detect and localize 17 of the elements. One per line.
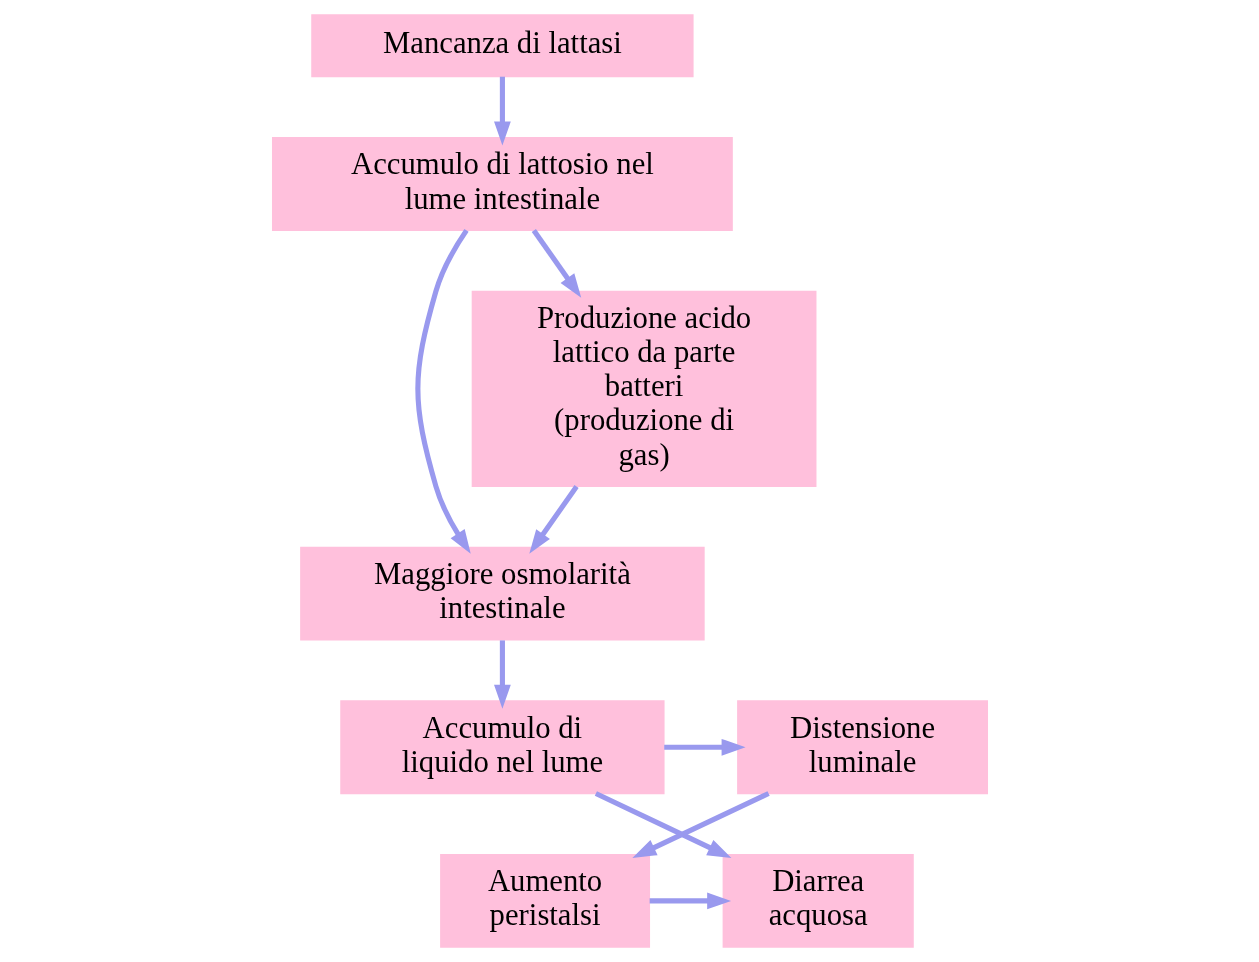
node-box: Aumento peristalsi	[439, 853, 650, 948]
arrow	[663, 738, 746, 756]
node-box: Accumulo di liquido nel lume	[339, 700, 665, 795]
node-box: Maggiore osmolarità intestinale	[299, 546, 705, 641]
arrow	[414, 228, 471, 554]
node-box: Produzione acido lattico da parte batteri (produzione di gas)	[471, 290, 816, 487]
arrow	[594, 791, 731, 858]
arrow	[493, 640, 511, 709]
node-box: Mancanza di lattasi	[310, 14, 694, 78]
node-box: Distensione luminale	[736, 700, 988, 795]
node-box: Diarrea acquosa	[722, 853, 914, 948]
arrow	[649, 892, 731, 910]
node-box: Accumulo di lattosio nel lume intestinale	[271, 137, 733, 231]
arrow	[493, 76, 511, 146]
arrow	[631, 791, 770, 858]
arrow	[531, 228, 581, 298]
arrow	[528, 485, 579, 554]
